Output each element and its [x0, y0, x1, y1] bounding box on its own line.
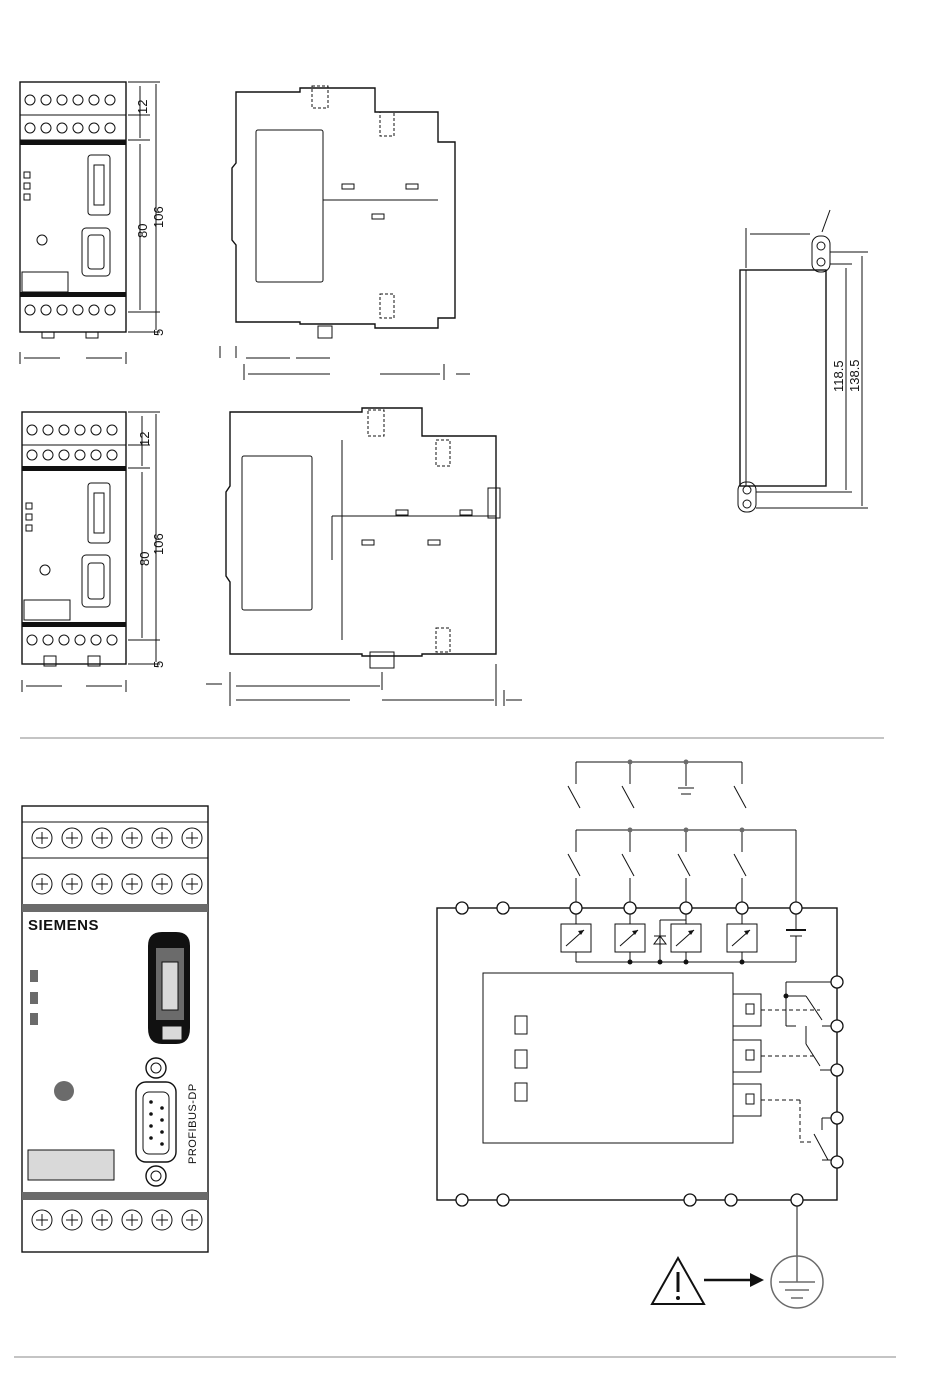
dim-profile-118: 118.5	[831, 360, 846, 392]
status-led-2	[30, 992, 38, 1004]
dim-bottom-80: 80	[137, 552, 152, 566]
side-view-top	[220, 86, 470, 380]
input-optocouplers	[561, 914, 806, 965]
ribbon-connector	[148, 932, 190, 1044]
external-switches-row-1	[568, 760, 746, 809]
side-view-bottom	[206, 408, 522, 706]
top-rail	[22, 904, 208, 912]
terminal-row-bottom	[25, 305, 115, 315]
brand-logo: SIEMENS	[28, 917, 99, 934]
dim-top-106: 106	[151, 206, 166, 228]
terminal-row-top-2	[20, 123, 126, 140]
dim-profile-138: 138.5	[847, 359, 862, 392]
warning-triangle-icon	[652, 1258, 704, 1304]
external-switches-row-2	[568, 828, 796, 905]
relay-outputs	[733, 982, 837, 1160]
status-led-3	[30, 1013, 38, 1025]
arrow-icon	[704, 1273, 764, 1287]
dim-top-5: 5	[151, 329, 166, 336]
dim-bottom-12: 12	[137, 432, 152, 446]
profibus-connector	[136, 1058, 176, 1186]
terminal-block-bottom	[32, 1210, 202, 1230]
processor-block	[483, 973, 733, 1143]
wiring-schematic	[437, 760, 843, 1309]
reset-button	[54, 1081, 74, 1101]
dim-top-12: 12	[135, 100, 150, 114]
dim-top-80: 80	[135, 224, 150, 238]
dim-bottom-5: 5	[151, 661, 166, 668]
status-led-1	[30, 970, 38, 982]
front-view-top	[20, 82, 160, 364]
ground-icon	[771, 1256, 823, 1308]
device-front-illustration: SIEMENS PROFIBUS-DP	[22, 806, 208, 1252]
port-label: PROFIBUS-DP	[187, 1083, 199, 1164]
label-slot	[28, 1150, 114, 1180]
dim-bottom-106: 106	[151, 533, 166, 555]
bottom-rail	[22, 1192, 208, 1200]
terminal-block-top	[22, 822, 208, 894]
terminal-row-top-1	[20, 95, 126, 115]
